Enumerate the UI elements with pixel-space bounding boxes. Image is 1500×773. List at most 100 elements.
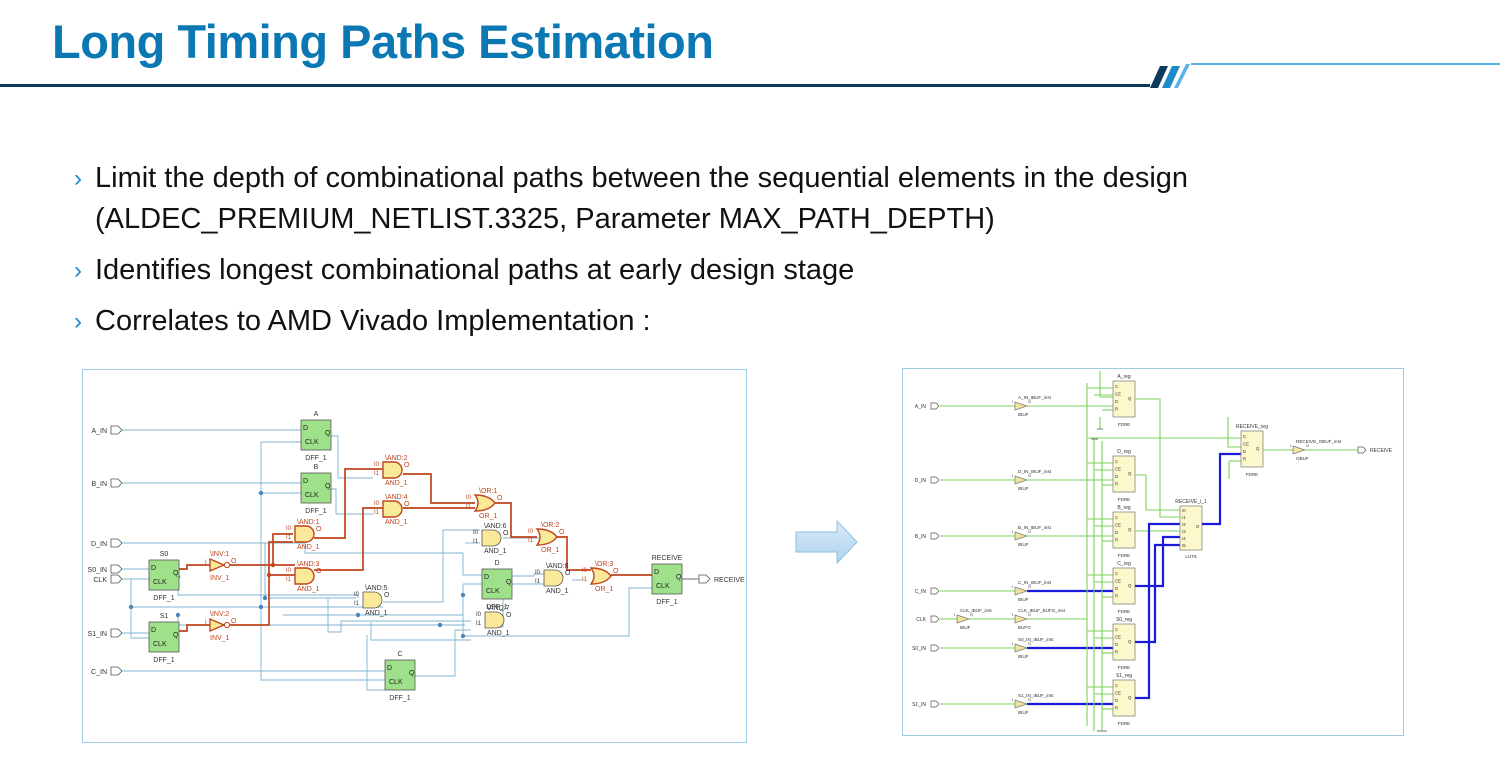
and-gate (382, 461, 403, 479)
gate-instance-name: \AND:5 (365, 585, 388, 592)
gate-instance-name: \AND:4 (385, 494, 408, 501)
gate-instance-name: \OR:2 (541, 522, 559, 529)
net-junction (258, 490, 264, 496)
net-junction (460, 633, 466, 639)
register-pin: C (1115, 515, 1118, 520)
register-pin: CE (1115, 392, 1121, 397)
register-pin: C (1115, 627, 1118, 632)
bullet-item: ›Correlates to AMD Vivado Implementation… (74, 301, 1274, 342)
gate-instance-name: \AND:2 (385, 455, 408, 462)
register-pin: CE (1243, 442, 1249, 447)
gate-pin-o: O (404, 501, 410, 508)
register-pin: D (1115, 399, 1118, 404)
net-wire (366, 635, 385, 691)
dff-pin-q: Q (506, 579, 512, 586)
register-cell (1112, 455, 1136, 493)
dff-pin-d: D (484, 574, 489, 581)
buffer-type-label: BUFG (1018, 625, 1031, 630)
net-wire (370, 622, 471, 641)
input-port-icon (110, 564, 123, 574)
buffer-icon (1014, 531, 1029, 541)
dff-pin-d: D (151, 565, 156, 572)
net-junction (128, 604, 134, 610)
register-pin-q: Q (1128, 471, 1132, 476)
dff-pin-q: Q (173, 632, 179, 639)
dff-pin-clk: CLK (153, 641, 167, 648)
input-port-icon (110, 574, 123, 584)
gate-pin-o: O (506, 612, 512, 619)
output-port-icon (1357, 446, 1367, 454)
net-wire (510, 573, 548, 577)
net-junction (437, 622, 443, 628)
register-instance-name: A_reg (1117, 374, 1131, 380)
register-pin: CE (1115, 467, 1121, 472)
dff-instance-name: B (314, 464, 319, 471)
input-port-icon (930, 532, 940, 540)
register-cell (1112, 511, 1136, 549)
buffer-type-label: OBUF (1296, 456, 1309, 461)
critical-path-wire (495, 502, 537, 538)
bus-wire (1135, 522, 1180, 700)
input-port-icon (930, 644, 940, 652)
buffer-type-label: IBUF (1018, 597, 1029, 602)
title-underline (0, 84, 1150, 87)
lut-pin: I1 (1182, 515, 1186, 520)
gate-pin-i1: I1 (286, 535, 292, 541)
bullet-chevron-icon: › (74, 308, 82, 335)
buffer-pin-o: O (1028, 473, 1031, 478)
net-wire (383, 529, 480, 603)
gate-pin-i0: I0 (473, 530, 479, 536)
net-junction (460, 592, 466, 598)
buffer-pin-i: I (1012, 584, 1013, 589)
input-port-icon (930, 587, 940, 595)
bullet-item: ›Limit the depth of combinational paths … (74, 158, 1274, 240)
and-gate (382, 500, 403, 518)
register-pin: C (1115, 683, 1118, 688)
gate-type-label: AND_1 (365, 610, 388, 617)
register-type-label: FDRE (1246, 472, 1259, 477)
gate-pin-i1: I1 (286, 577, 292, 583)
register-type-label: FDRE (1118, 422, 1131, 427)
buffer-icon (1292, 445, 1307, 455)
buffer-instance-name: B_IN_IBUF_inst (1018, 525, 1052, 530)
register-pin-q: Q (1128, 527, 1132, 532)
buffer-type-label: IBUF (1018, 710, 1029, 715)
gate-type-label: INV_1 (210, 575, 230, 582)
register-pin-q: Q (1128, 396, 1132, 401)
dff-pin-q: Q (325, 430, 331, 437)
gate-type-label: OR_1 (541, 547, 559, 554)
gate-pin-o: O (316, 568, 322, 575)
gate-instance-name: \AND:6 (484, 523, 507, 530)
inverter-gate (209, 618, 226, 632)
dff-type-label: DFF_1 (153, 595, 175, 602)
register-instance-name: S1_reg (1116, 673, 1132, 679)
buffer-pin-o: O (1028, 641, 1031, 646)
decorative-stripes (1150, 64, 1190, 88)
dff-pin-q: Q (409, 670, 415, 677)
buffer-type-label: IBUF (1018, 654, 1029, 659)
dff-pin-clk: CLK (389, 679, 403, 686)
gate-pin-i: I (205, 560, 207, 566)
buffer-pin-i: I (1012, 529, 1013, 534)
buffer-icon (1014, 475, 1029, 485)
gate-pin-i1: I1 (535, 579, 541, 585)
critical-path-wire (230, 541, 293, 626)
buffer-instance-name: CLK_IBUF_inst (960, 608, 992, 613)
dff-pin-d: D (151, 627, 156, 634)
and-gate (294, 567, 315, 585)
buffer-type-label: IBUF (960, 625, 971, 630)
buffer-pin-o: O (1028, 399, 1031, 404)
gate-instance-name: \AND:7 (487, 605, 510, 612)
register-instance-name: B_reg (1117, 505, 1131, 511)
dff-type-label: DFF_1 (389, 695, 411, 702)
lut-cell (1179, 505, 1203, 551)
dff-type-label: DFF_1 (305, 508, 327, 515)
input-port-label: S0_IN (88, 567, 107, 574)
bus-wire (1202, 452, 1241, 526)
gate-type-label: AND_1 (297, 586, 320, 593)
net-wire (1135, 398, 1180, 518)
input-port-label: A_IN (915, 404, 927, 410)
bullet-chevron-icon: › (74, 257, 82, 284)
buffer-icon (956, 614, 971, 624)
net-wire (463, 587, 652, 637)
